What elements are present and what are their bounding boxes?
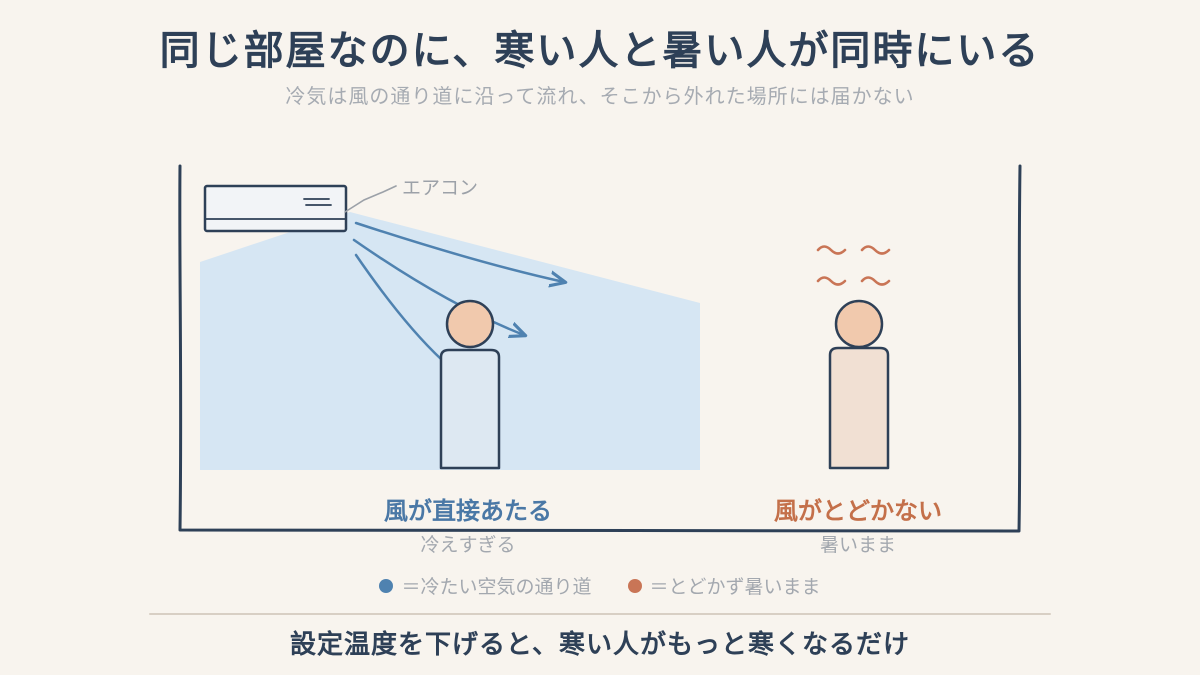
legend-text-hot: ＝とどかず暑いまま xyxy=(649,576,821,598)
legend-item-cold: ＝冷たい空気の通り道 xyxy=(379,572,592,599)
page-subtitle: 冷気は風の通り道に沿って流れ、そこから外れた場所には届かない xyxy=(285,84,915,108)
ac-leader-line xyxy=(344,185,397,213)
hot-person-label: 風がとどかない xyxy=(774,497,942,525)
ac-label: エアコン xyxy=(402,177,479,199)
cold-person xyxy=(439,299,501,470)
room-wall xyxy=(178,164,1022,533)
hot-person xyxy=(828,299,890,470)
heat-waves xyxy=(816,245,891,286)
footer-message: 設定温度を下げると、寒い人がもっと寒くなるだけ xyxy=(290,630,910,660)
footer-divider xyxy=(149,612,1051,616)
page-title: 同じ部屋なのに、寒い人と暑い人が同時にいる xyxy=(159,28,1041,74)
airflow-arrow xyxy=(354,253,444,362)
legend-item-hot: ＝とどかず暑いまま xyxy=(627,572,821,599)
airflow-arrow xyxy=(354,221,564,282)
legend-dot-cold-icon xyxy=(379,578,394,593)
cold-air-zone xyxy=(200,212,700,470)
cold-person-label: 風が直接あたる xyxy=(384,497,552,525)
air-conditioner xyxy=(203,184,348,233)
legend-text-cold: ＝冷たい空気の通り道 xyxy=(401,576,592,598)
airflow-arrow xyxy=(352,238,524,335)
cold-person-sublabel: 冷えすぎる xyxy=(420,534,516,556)
hot-person-sublabel: 暑いまま xyxy=(819,534,896,556)
legend-dot-hot-icon xyxy=(627,578,642,593)
legend: ＝冷たい空気の通り道 ＝とどかず暑いまま xyxy=(0,572,1200,599)
